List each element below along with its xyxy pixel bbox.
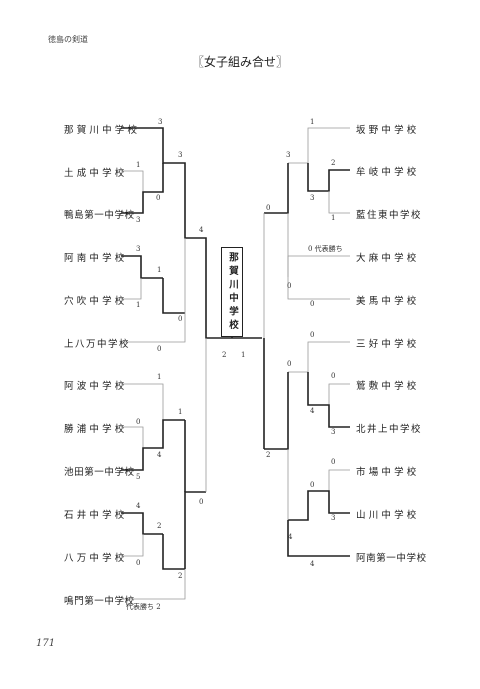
champion-name: 那賀川中学校: [227, 251, 238, 333]
score-r-q3-upper: 0: [310, 331, 315, 339]
page-header: 徳島の剣道: [48, 35, 88, 44]
score-r-aizumi: 1: [331, 214, 336, 222]
score-l-q2-lower: 0: [156, 194, 161, 202]
score-r-miyoshi: 0: [310, 300, 315, 308]
score-l-s1-upper: 3: [178, 151, 183, 159]
score-l-katsuura: 0: [136, 418, 141, 426]
team-right-11: 阿南第一中学校: [356, 553, 427, 564]
team-right-5: 美馬中学校: [356, 296, 420, 307]
score-l-bottom-half: 0: [199, 498, 204, 506]
team-left-7: 阿波中学校: [64, 381, 128, 392]
team-left-8: 勝浦中学校: [64, 424, 128, 435]
score-l-top-half: 4: [199, 226, 204, 234]
team-left-6: 上八万中学校: [64, 339, 131, 350]
score-l-ishii-b: 2: [157, 522, 162, 530]
score-l-ishii: 4: [136, 502, 141, 510]
score-l-kamojima: 3: [136, 216, 141, 224]
note-left-bottom: 代表勝ち 2: [126, 603, 161, 611]
score-l-ikeda: 5: [136, 473, 141, 481]
team-right-7: 鷲敷中学校: [356, 381, 420, 392]
score-r-q4-lower: 4: [288, 533, 293, 541]
note-right-daimatch: 0 代表勝ち: [308, 245, 343, 253]
score-final-right: 1: [241, 351, 246, 359]
team-left-3: 鴨島第一中学校: [64, 210, 135, 221]
score-l-kamihachiman: 0: [157, 345, 162, 353]
score-l-nakagawa: 3: [158, 118, 163, 126]
score-r-q4-upper: 0: [331, 458, 336, 466]
score-r-ichiba: 0: [331, 372, 336, 380]
score-r-yamakawa: 3: [331, 514, 336, 522]
score-r-yamakawa-top: 0: [310, 481, 315, 489]
team-right-1: 坂野中学校: [356, 125, 420, 136]
team-left-1: 那賀川中学校: [64, 125, 141, 136]
score-r-bottom-half: 2: [266, 451, 271, 459]
score-l-q4-lower: 0: [178, 315, 183, 323]
score-r-oasa: 0: [287, 282, 292, 290]
score-r-mugi: 2: [331, 159, 336, 167]
score-r-anan1: 4: [310, 560, 315, 568]
score-r-sakano: 1: [310, 118, 315, 126]
team-left-12: 鳴門第一中学校: [64, 596, 135, 607]
score-l-anan: 3: [136, 245, 141, 253]
page-title: 〖女子組み合せ〗: [191, 55, 288, 69]
score-final-left: 2: [222, 351, 227, 359]
champion-box: 那賀川中学校: [221, 247, 243, 337]
team-left-2: 土成中学校: [64, 168, 128, 179]
team-left-9: 池田第一中学校: [64, 467, 135, 478]
score-l-q5-upper: 1: [178, 408, 183, 416]
team-right-2: 牟岐中学校: [356, 167, 420, 178]
page-number: 171: [36, 638, 56, 649]
team-right-6: 三好中学校: [356, 339, 420, 350]
team-left-10: 石井中学校: [64, 510, 128, 521]
score-l-tsuchinari: 1: [136, 161, 141, 169]
score-r-q1-upper: 3: [286, 151, 291, 159]
score-r-s1-top: 0: [266, 204, 271, 212]
team-left-5: 穴吹中学校: [64, 296, 128, 307]
team-left-11: 八万中学校: [64, 553, 128, 564]
team-right-4: 大麻中学校: [356, 253, 420, 264]
score-r-washiki: 0: [287, 360, 292, 368]
team-right-3: 藍住東中学校: [356, 210, 423, 221]
team-right-9: 市場中学校: [356, 467, 420, 478]
team-right-8: 北井上中学校: [356, 424, 423, 435]
score-l-hachiman: 0: [136, 559, 141, 567]
score-l-katsuura-b: 4: [157, 451, 162, 459]
score-l-naruto: 2: [178, 572, 183, 580]
team-right-10: 山川中学校: [356, 510, 420, 521]
score-l-awa: 1: [157, 373, 162, 381]
score-r-kitaigami: 3: [331, 428, 336, 436]
team-left-4: 阿南中学校: [64, 253, 128, 264]
score-r-q3-lower: 4: [310, 407, 315, 415]
score-r-q1-lower: 3: [310, 194, 315, 202]
score-l-anan-b: 1: [157, 266, 162, 274]
score-l-anabuki: 1: [136, 301, 141, 309]
